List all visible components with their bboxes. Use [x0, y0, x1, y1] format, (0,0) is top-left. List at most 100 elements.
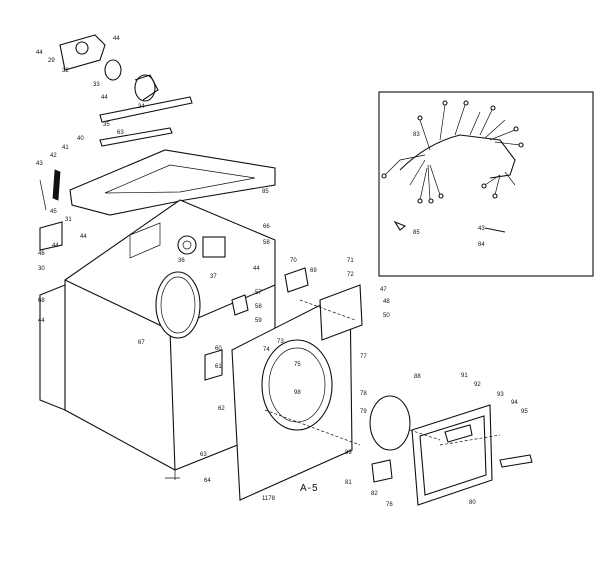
inset-frame [378, 91, 594, 277]
label-43a: 43 [36, 161, 43, 167]
harness-main-cable [399, 134, 516, 179]
label-91: 91 [461, 373, 468, 379]
label-44b: 44 [113, 36, 120, 42]
front-upper-plate [319, 284, 363, 341]
label-45: 45 [50, 209, 57, 215]
duct-ring [104, 59, 122, 81]
label-60: 60 [215, 346, 222, 352]
label-77: 77 [360, 354, 367, 360]
label-36: 36 [178, 258, 185, 264]
door-gasket-ring [369, 395, 411, 451]
label-82: 82 [371, 491, 378, 497]
label-43b: 43 [478, 226, 485, 232]
door-handle [444, 424, 473, 443]
label-50: 50 [383, 313, 390, 319]
part-number-labels: 44 29 32 44 33 44 34 35 63 40 41 43 42 8… [36, 36, 528, 508]
label-83: 83 [413, 132, 420, 138]
screw-icon [484, 227, 506, 233]
label-67: 67 [138, 340, 145, 346]
label-78: 78 [360, 391, 367, 397]
label-89: 89 [345, 450, 352, 456]
drum-opening [155, 271, 201, 339]
label-44d: 44 [80, 234, 87, 240]
label-81: 81 [345, 480, 352, 486]
label-44e: 44 [52, 243, 59, 249]
top-trim-strip [99, 96, 193, 123]
label-79: 79 [360, 409, 367, 415]
label-47: 47 [380, 287, 387, 293]
label-66: 66 [263, 224, 270, 230]
label-88: 88 [414, 374, 421, 380]
label-95: 95 [521, 409, 528, 415]
label-76: 76 [386, 502, 393, 508]
vent-assembly [59, 34, 193, 147]
side-panel [39, 284, 66, 411]
label-61: 61 [215, 364, 222, 370]
label-44g: 44 [253, 266, 260, 272]
label-32: 32 [62, 68, 69, 74]
label-71: 71 [347, 258, 354, 264]
label-63a: 63 [117, 130, 124, 136]
door-assembly [369, 395, 533, 506]
label-80: 80 [469, 500, 476, 506]
label-31: 31 [65, 217, 72, 223]
front-side-bracket [204, 349, 223, 381]
front-door-opening [261, 339, 333, 431]
duct-elbow [134, 74, 156, 102]
label-58a: 58 [263, 240, 270, 246]
harness-branches-left [384, 154, 441, 201]
label-68: 68 [38, 298, 45, 304]
label-69: 69 [310, 268, 317, 274]
label-70: 70 [290, 258, 297, 264]
label-73: 73 [277, 339, 284, 345]
timer-block [202, 236, 226, 258]
harness-branches-top [419, 104, 521, 151]
label-64: 64 [204, 478, 211, 484]
label-92: 92 [474, 382, 481, 388]
label-42: 42 [50, 153, 57, 159]
label-57: 57 [255, 290, 262, 296]
label-44c: 44 [101, 95, 108, 101]
label-58b: 58 [255, 304, 262, 310]
label-44a: 44 [36, 50, 43, 56]
label-63b: 63 [200, 452, 207, 458]
label-40: 40 [77, 136, 84, 142]
door-switch [284, 267, 309, 293]
label-93: 93 [497, 392, 504, 398]
front-panel [204, 284, 363, 501]
clip-icon [393, 220, 407, 231]
wire-clamp-bracket [39, 221, 63, 251]
kick-plate [499, 454, 533, 468]
label-84: 84 [478, 242, 485, 248]
motor-pulley [177, 235, 197, 255]
label-72: 72 [347, 272, 354, 278]
door-hinge [371, 459, 393, 483]
label-75: 75 [294, 362, 301, 368]
cabinet-vent-slot [129, 222, 161, 259]
assembly-label: A-5 [300, 483, 319, 494]
label-59: 59 [255, 318, 262, 324]
bracket-58 [231, 294, 249, 316]
label-85a: 85 [262, 189, 269, 195]
label-29: 29 [48, 58, 55, 64]
label-41: 41 [62, 145, 69, 151]
top-lid [69, 149, 276, 216]
footnote-code: 1178 [262, 496, 276, 502]
motor-parts [177, 235, 309, 316]
top-panel [69, 149, 276, 216]
label-94: 94 [511, 400, 518, 406]
label-62: 62 [218, 406, 225, 412]
cabinet [39, 169, 276, 471]
label-74: 74 [263, 347, 270, 353]
label-37: 37 [210, 274, 217, 280]
label-35: 35 [103, 122, 110, 128]
label-34: 34 [138, 104, 145, 110]
label-33: 33 [93, 82, 100, 88]
label-44f: 44 [38, 318, 45, 324]
label-46: 46 [38, 251, 45, 257]
label-30: 30 [38, 266, 45, 272]
rear-trim-strip [99, 127, 173, 147]
harness-branches-right [484, 171, 516, 196]
